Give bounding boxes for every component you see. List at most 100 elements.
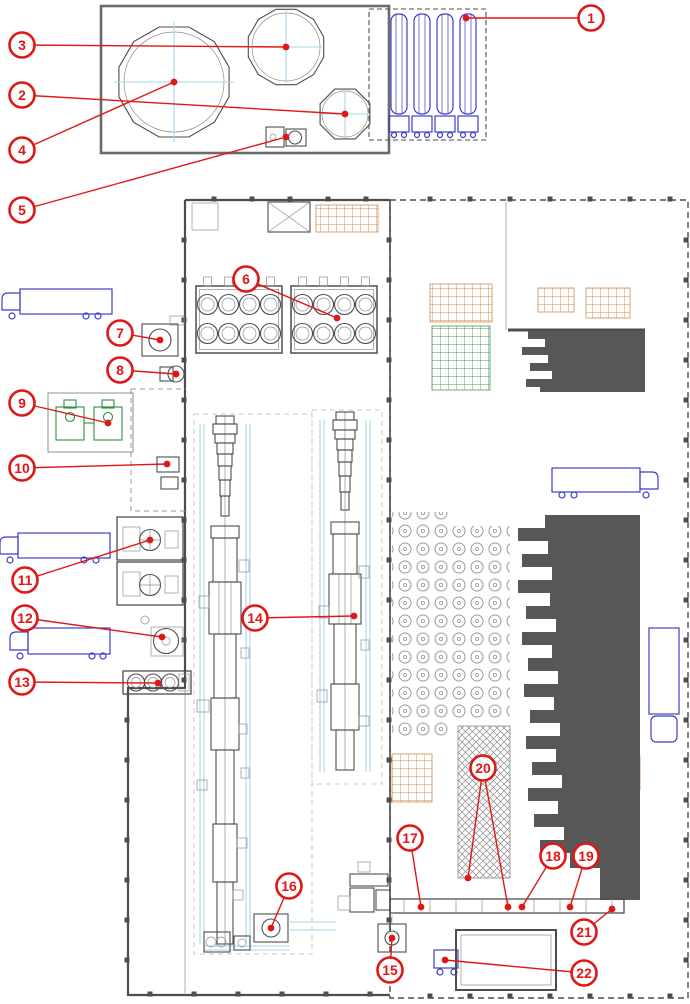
- wall-column-tick: [683, 717, 689, 723]
- truck-dock-1: [1, 288, 113, 320]
- callout-leader-line: [21, 81, 175, 151]
- wall-column-tick: [363, 196, 369, 202]
- tank-farm-room: [99, 4, 391, 155]
- wall-column-tick: [181, 517, 187, 523]
- callout-bubble: [8, 81, 36, 109]
- wall-column-tick: [386, 717, 392, 723]
- callout-target-dot: [441, 956, 449, 964]
- callout-17: 17: [396, 824, 425, 911]
- wall-column-tick: [683, 957, 689, 963]
- wall-column-tick: [386, 677, 392, 683]
- wall-column-tick: [386, 917, 392, 923]
- pallet-grid: [537, 287, 575, 313]
- callout-leader-line: [21, 44, 287, 48]
- silo-4: [457, 13, 479, 139]
- callout-bubble: [8, 31, 36, 59]
- callout-target-dot: [462, 14, 470, 22]
- wall-column-tick: [249, 196, 255, 202]
- wall-column-tick: [683, 757, 689, 763]
- callout-bubble: [8, 389, 36, 417]
- wall-column-tick: [323, 991, 329, 997]
- entrance-vestibule: [267, 201, 311, 233]
- callout-target-dot: [333, 314, 341, 322]
- wall-column-tick: [211, 196, 217, 202]
- wall-column-tick: [683, 637, 689, 643]
- wall-column-tick: [386, 277, 392, 283]
- truck-vertical: [648, 627, 680, 743]
- wall-column-tick: [683, 797, 689, 803]
- callout-number: 21: [576, 924, 592, 940]
- silo-3: [434, 13, 456, 139]
- callout-bubble: [577, 4, 605, 32]
- callout-leader-line: [254, 615, 355, 619]
- callout-number: 8: [116, 362, 124, 378]
- callout-2: 2: [8, 81, 349, 118]
- wall-column-tick: [235, 991, 241, 997]
- callout-bubble: [241, 604, 269, 632]
- callout-22: 22: [441, 956, 598, 987]
- callout-6: 6: [232, 265, 341, 322]
- wall-column-tick: [667, 196, 673, 202]
- wall-column-tick: [386, 757, 392, 763]
- callout-number: 4: [18, 142, 26, 158]
- callout-number: 14: [247, 610, 263, 626]
- silo-1: [388, 13, 410, 139]
- wall-column-tick: [627, 993, 633, 999]
- wall-column-tick: [427, 196, 433, 202]
- callout-leader-line: [482, 767, 509, 908]
- wall-column-tick: [467, 993, 473, 999]
- callout-target-dot: [172, 370, 180, 378]
- callout-13: 13: [8, 668, 162, 696]
- wall-column-tick: [386, 437, 392, 443]
- wall-column-tick: [279, 991, 285, 997]
- callout-target-dot: [608, 905, 616, 913]
- hatched-staging-area: [457, 725, 511, 879]
- wall-column-tick: [683, 557, 689, 563]
- callout-bubble: [106, 356, 134, 384]
- callout-18: 18: [518, 842, 567, 911]
- wall-column-tick: [683, 517, 689, 523]
- callout-target-dot: [156, 336, 164, 344]
- callout-1: 1: [462, 4, 605, 32]
- wall-column-tick: [547, 196, 553, 202]
- wall-column-tick: [386, 517, 392, 523]
- wall-column-tick: [587, 196, 593, 202]
- wall-column-tick: [547, 993, 553, 999]
- wall-column-tick: [124, 837, 130, 843]
- callout-target-dot: [282, 43, 290, 51]
- callout-leader-line: [21, 463, 168, 469]
- racking-storage: [457, 331, 645, 900]
- wall-column-tick: [181, 677, 187, 683]
- callout-bubble: [8, 668, 36, 696]
- rack-block-lower: [600, 852, 640, 900]
- callout-target-dot: [518, 903, 526, 911]
- callout-bubble: [106, 319, 134, 347]
- callout-bubble: [8, 136, 36, 164]
- wall-column-tick: [683, 437, 689, 443]
- callout-bubble: [539, 842, 567, 870]
- callout-number: 5: [18, 202, 26, 218]
- callout-5: 5: [8, 133, 290, 224]
- callout-3: 3: [8, 31, 290, 59]
- callout-number: 10: [14, 460, 30, 476]
- callout-number: 6: [242, 271, 250, 287]
- callout-4: 4: [8, 78, 178, 164]
- callout-bubble: [469, 754, 497, 782]
- wall-column-tick: [386, 237, 392, 243]
- wall-columns: [124, 196, 689, 999]
- callout-target-dot: [154, 679, 162, 687]
- production-line-right: [311, 409, 383, 785]
- callout-bubble: [8, 196, 36, 224]
- dosing-station-9: [47, 392, 134, 453]
- callout-number: 12: [17, 610, 33, 626]
- truck-right: [551, 467, 659, 499]
- callout-target-dot: [566, 903, 574, 911]
- callout-target-dot: [158, 633, 166, 641]
- stretch-wrapper: [253, 913, 289, 943]
- wall-column-tick: [627, 196, 633, 202]
- keg-storage: [392, 512, 510, 740]
- wall-column-tick: [683, 837, 689, 843]
- keg-rows-left: [392, 512, 448, 740]
- wall-column-tick: [683, 597, 689, 603]
- callout-bubble: [572, 842, 600, 870]
